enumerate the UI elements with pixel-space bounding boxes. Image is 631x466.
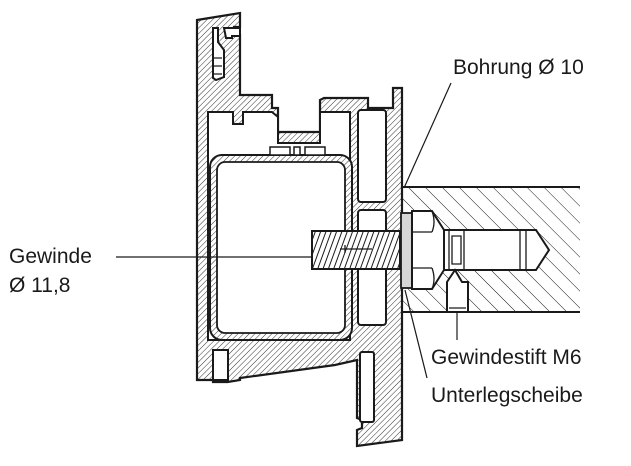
hex-nut xyxy=(411,210,445,290)
label-bohrung: Bohrung Ø 10 xyxy=(453,56,584,79)
label-gewinde: Gewinde xyxy=(9,245,92,268)
leader-unterlegscheibe xyxy=(404,289,428,379)
label-gewinde-diameter: Ø 11,8 xyxy=(9,274,71,297)
pin xyxy=(443,229,551,271)
threaded-bolt xyxy=(311,230,401,270)
rectangular-tube xyxy=(209,146,353,341)
washer xyxy=(400,212,413,289)
leader-bohrung xyxy=(403,82,452,189)
label-unterlegscheibe: Unterlegscheibe xyxy=(431,384,583,407)
label-gewindestift: Gewindestift M6 xyxy=(431,346,582,369)
set-screw xyxy=(446,268,469,313)
